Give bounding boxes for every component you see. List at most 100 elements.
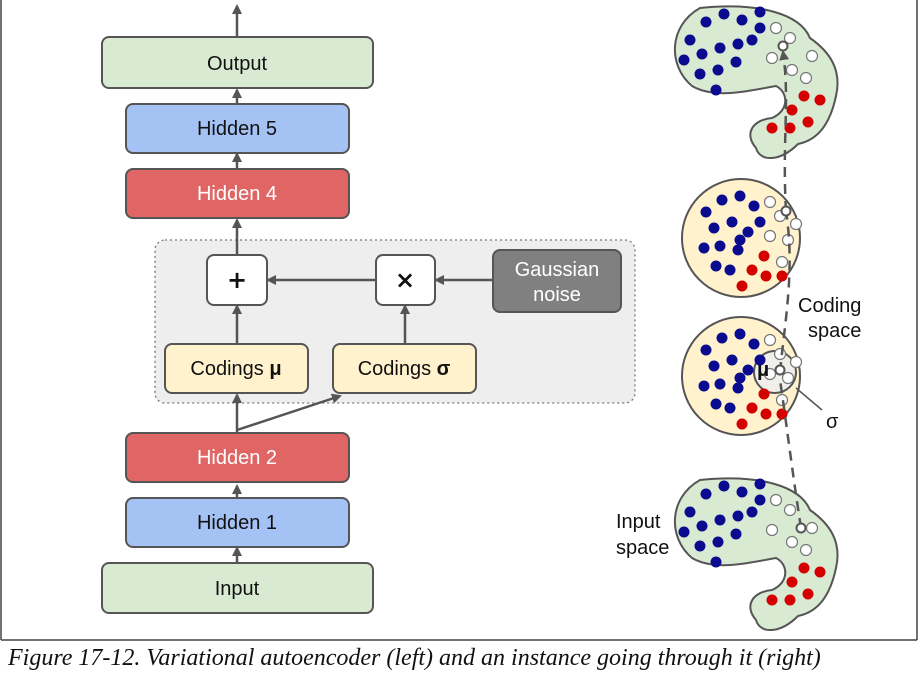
blue-data-point: [710, 398, 722, 410]
blue-data-point: [754, 216, 766, 228]
blue-data-point: [710, 260, 722, 272]
blue-data-point: [734, 234, 746, 246]
blue-data-point: [714, 378, 726, 390]
blue-data-point: [724, 402, 736, 414]
white-data-point: [763, 229, 777, 243]
blue-data-point: [714, 514, 726, 526]
red-data-point: [814, 94, 826, 106]
white-data-point: [763, 367, 777, 381]
instance-output-point: [777, 40, 789, 52]
blue-data-point: [710, 556, 722, 568]
white-data-point: [799, 543, 813, 557]
blue-data-point: [714, 42, 726, 54]
node-gaussian-noise: Gaussian noise: [492, 249, 622, 313]
blue-data-point: [732, 382, 744, 394]
red-data-point: [758, 388, 770, 400]
blue-data-point: [700, 344, 712, 356]
blue-data-point: [754, 494, 766, 506]
blue-data-point: [718, 480, 730, 492]
coding-space-label-line2: space: [808, 320, 861, 342]
white-data-point: [769, 493, 783, 507]
red-data-point: [814, 566, 826, 578]
node-plus: +: [206, 254, 268, 306]
instance-path: [780, 52, 803, 529]
red-data-point: [746, 264, 758, 276]
white-data-point: [805, 49, 819, 63]
red-data-point: [784, 122, 796, 134]
blue-data-point: [718, 8, 730, 20]
blue-data-point: [730, 528, 742, 540]
node-times: ×: [375, 254, 436, 306]
red-data-point: [746, 402, 758, 414]
red-data-point: [760, 270, 772, 282]
white-data-point: [799, 71, 813, 85]
red-data-point: [802, 116, 814, 128]
output-space-blob: [673, 5, 839, 159]
blue-data-point: [734, 190, 746, 202]
node-hidden5: Hidden 5: [125, 103, 350, 154]
coding-space-label-line1: Coding: [798, 295, 861, 317]
blue-data-point: [710, 84, 722, 96]
blue-data-point: [734, 328, 746, 340]
gaussian-noise-line1: Gaussian: [515, 259, 600, 281]
blue-data-point: [698, 380, 710, 392]
white-data-point: [765, 523, 779, 537]
blue-data-point: [730, 56, 742, 68]
figure-caption: Figure 17-12. Variational autoencoder (l…: [8, 645, 821, 671]
white-data-point: [805, 521, 819, 535]
input-space-blob: [673, 477, 839, 631]
blue-data-point: [754, 478, 766, 490]
blue-data-point: [714, 240, 726, 252]
node-hidden1: Hidden 1: [125, 497, 350, 548]
sigma-symbol: σ: [437, 358, 451, 380]
node-output: Output: [101, 36, 374, 89]
node-codings-mu: Codings μ: [164, 343, 309, 394]
blue-data-point: [746, 506, 758, 518]
white-data-point: [785, 63, 799, 77]
red-data-point: [766, 594, 778, 606]
blue-data-point: [678, 526, 690, 538]
white-data-point: [765, 51, 779, 65]
mu-symbol: μ: [269, 358, 281, 380]
red-data-point: [736, 418, 748, 430]
blue-data-point: [696, 48, 708, 60]
blue-data-point: [708, 360, 720, 372]
blue-data-point: [754, 22, 766, 34]
blue-data-point: [726, 354, 738, 366]
white-data-point: [775, 393, 789, 407]
data-points: [678, 6, 826, 606]
codings-mu-text: Codings: [190, 358, 269, 380]
instance-coding-point: [774, 364, 786, 376]
blue-data-point: [694, 540, 706, 552]
node-hidden2-label: Hidden 2: [197, 447, 277, 469]
blue-data-point: [698, 242, 710, 254]
red-data-point: [786, 104, 798, 116]
white-data-point: [789, 355, 803, 369]
blue-data-point: [746, 34, 758, 46]
red-data-point: [798, 90, 810, 102]
blue-data-point: [736, 14, 748, 26]
blue-data-point: [742, 364, 754, 376]
input-space-label-line2: space: [616, 537, 669, 559]
node-hidden5-label: Hidden 5: [197, 118, 277, 140]
node-output-label: Output: [207, 53, 267, 75]
white-data-point: [789, 217, 803, 231]
mu-label: μ: [757, 359, 769, 381]
blue-data-point: [696, 520, 708, 532]
blue-data-point: [732, 510, 744, 522]
white-data-point: [775, 255, 789, 269]
blue-data-point: [716, 194, 728, 206]
instance-sampled-point: [780, 205, 792, 217]
codings-mu-label: Codings μ: [190, 358, 281, 380]
node-input: Input: [101, 562, 374, 614]
node-input-label: Input: [215, 578, 260, 600]
red-data-point: [786, 576, 798, 588]
architecture-diagram: Output Hidden 5 Hidden 4 + × Gaussian no…: [101, 4, 636, 614]
node-hidden4: Hidden 4: [125, 168, 350, 219]
instance-illustration: Coding space μ σ Input space: [616, 5, 861, 631]
blue-data-point: [678, 54, 690, 66]
plus-symbol: +: [227, 266, 247, 294]
codings-sigma-label: Codings σ: [358, 358, 451, 380]
red-data-point: [760, 408, 772, 420]
